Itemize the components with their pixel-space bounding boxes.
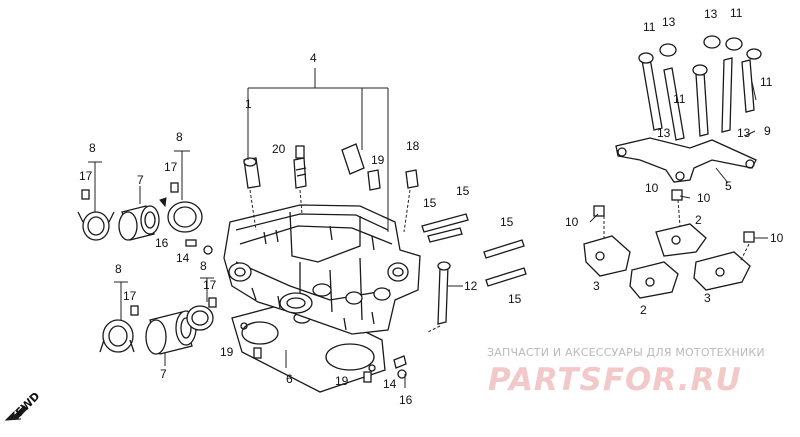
callout-16: 16 (155, 236, 169, 250)
callout-17: 17 (203, 278, 217, 292)
dowel-pins (421, 213, 527, 287)
callout-19: 19 (220, 345, 234, 359)
fwd-label: FWD (13, 390, 43, 420)
callout-17: 17 (164, 160, 178, 174)
callout-15: 15 (508, 292, 522, 306)
callout-8: 8 (176, 130, 183, 144)
intake-upper (77, 182, 203, 241)
callout-12: 12 (464, 279, 478, 293)
callout-7: 7 (137, 173, 144, 187)
watermark-subtitle: ЗАПЧАСТИ И АКСЕССУАРЫ ДЛЯ МОТОТЕХНИКИ (487, 346, 765, 359)
callout-13: 13 (737, 126, 751, 140)
callout-15: 15 (423, 196, 437, 210)
callout-10: 10 (770, 231, 784, 245)
dashed-guides (249, 189, 750, 333)
callout-11: 11 (643, 20, 656, 34)
fwd-arrow: FWD (4, 390, 43, 421)
callout-18: 18 (406, 139, 420, 153)
callout-3: 3 (704, 291, 711, 305)
callout-11: 11 (730, 6, 743, 20)
rocker-holders (583, 189, 755, 299)
callout-13: 13 (704, 7, 718, 21)
callout-14: 14 (383, 377, 397, 391)
callout-8: 8 (89, 141, 96, 155)
small-parts-left (185, 239, 407, 383)
watermark: ЗАПЧАСТИ И АКСЕССУАРЫ ДЛЯ МОТОТЕХНИКИ PA… (487, 346, 765, 398)
watermark-brand: PARTSFOR.RU (488, 362, 742, 398)
callout-19: 19 (335, 374, 349, 388)
callout-17: 17 (123, 289, 137, 303)
callout-2: 2 (640, 303, 647, 317)
callout-15: 15 (456, 184, 470, 198)
callout-3: 3 (593, 279, 600, 293)
cover-bolts (638, 35, 762, 141)
callout-16: 16 (399, 393, 413, 407)
callout-2: 2 (695, 213, 702, 227)
callout-20: 20 (272, 142, 286, 156)
callout-19: 19 (371, 153, 385, 167)
callout-5: 5 (725, 179, 732, 193)
callout-10: 10 (645, 181, 659, 195)
mount-bracket (615, 137, 757, 183)
callout-11: 11 (760, 75, 773, 89)
callout-6: 6 (286, 372, 293, 386)
stud-bolt (437, 261, 451, 325)
valve-parts (243, 143, 419, 191)
leader-lines (88, 68, 768, 388)
callout-15: 15 (500, 215, 514, 229)
callout-10: 10 (697, 191, 711, 205)
callout-4: 4 (310, 51, 317, 65)
callout-9: 9 (764, 124, 771, 138)
callout-8: 8 (115, 262, 122, 276)
callout-10: 10 (565, 215, 579, 229)
callouts: 4 8 17 7 8 17 16 14 20 1 19 18 15 15 15 … (79, 6, 784, 407)
callout-14: 14 (176, 251, 190, 265)
callout-17: 17 (79, 169, 93, 183)
arrow-icon (4, 405, 28, 421)
cylinder-head (223, 204, 421, 335)
callout-1: 1 (245, 97, 252, 111)
callout-11: 11 (673, 92, 686, 106)
callout-13: 13 (662, 15, 676, 29)
callout-8: 8 (200, 259, 207, 273)
intake-lower (99, 297, 217, 355)
callout-13: 13 (657, 126, 671, 140)
callout-7: 7 (160, 367, 167, 381)
